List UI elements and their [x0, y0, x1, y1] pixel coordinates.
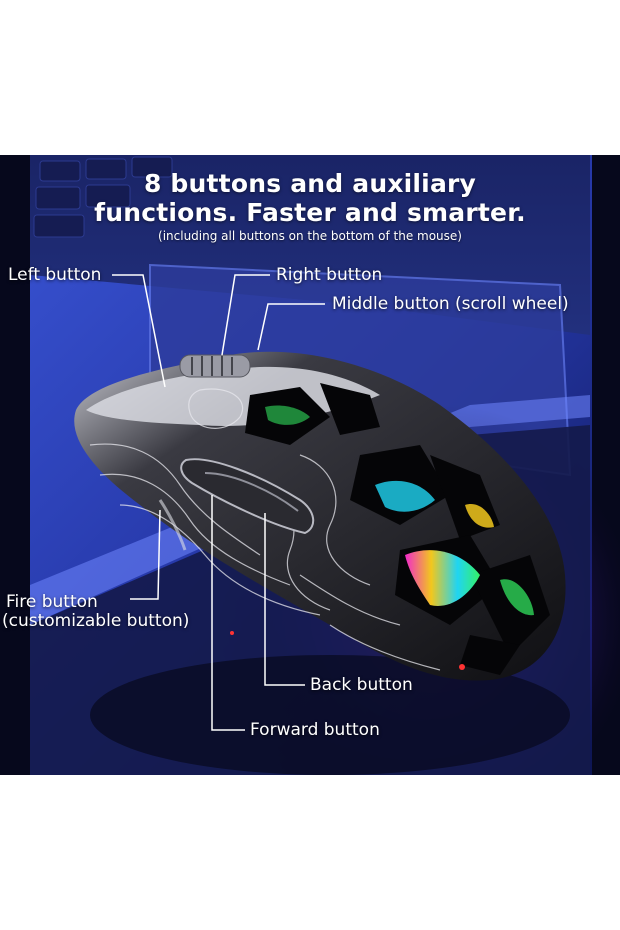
headline-note: (including all buttons on the bottom of …	[158, 229, 462, 243]
label-left-button: Left button	[8, 265, 102, 285]
label-fire-button: Fire button	[6, 592, 98, 612]
label-back-button: Back button	[310, 675, 413, 695]
label-forward-button: Forward button	[250, 720, 380, 740]
label-right-button: Right button	[276, 265, 383, 285]
product-image-frame: 8 buttons and auxiliary functions. Faste…	[0, 155, 620, 775]
headline-line-2: functions. Faster and smarter.	[94, 198, 526, 227]
headline-line-1: 8 buttons and auxiliary	[143, 169, 477, 198]
label-fire-button-note: (customizable button)	[2, 611, 190, 631]
label-middle-button: Middle button (scroll wheel)	[332, 294, 569, 314]
